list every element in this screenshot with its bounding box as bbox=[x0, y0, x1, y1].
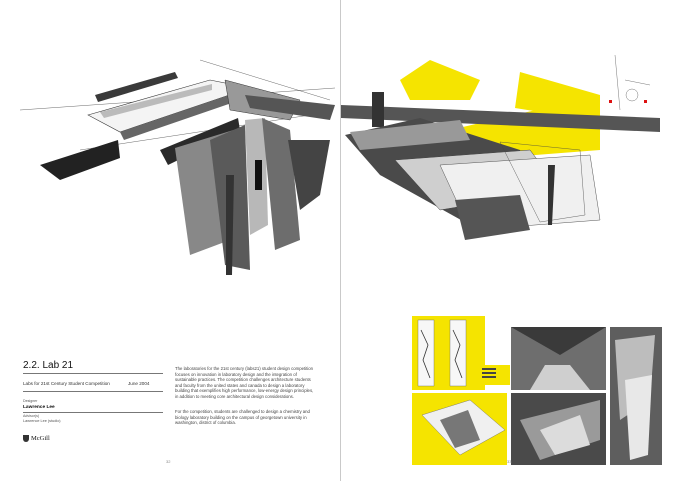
project-subtitle-row: Labs for 21st Century Student Competitio… bbox=[23, 381, 161, 386]
page-number-left: 32 bbox=[166, 459, 171, 464]
title-divider bbox=[23, 373, 163, 374]
mcgill-logo: McGill bbox=[23, 435, 50, 442]
axonometric-rendering-left bbox=[19, 59, 336, 275]
project-subtitle: Labs for 21st Century Student Competitio… bbox=[23, 381, 110, 386]
designer-label: Designer bbox=[23, 399, 38, 403]
crest-icon bbox=[23, 435, 29, 442]
project-date: June 2004 bbox=[128, 381, 150, 386]
description-paragraph-1: The laboratories for the 21st century (l… bbox=[175, 366, 314, 399]
advisor-name: Lawrence Lee (studio) bbox=[23, 419, 61, 423]
axonometric-rendering-right bbox=[341, 54, 660, 240]
institution-name: McGill bbox=[31, 435, 50, 442]
designer-name: Lawrence Lee bbox=[23, 405, 55, 410]
section-title: 2.2. Lab 21 bbox=[23, 360, 74, 371]
description-paragraph-2: For the competition, students are challe… bbox=[175, 409, 310, 426]
advisor-label: Advisor(s) bbox=[23, 414, 40, 418]
page-number-right: 33 bbox=[507, 459, 512, 464]
page-fold bbox=[340, 0, 341, 481]
subtitle-divider bbox=[23, 391, 163, 392]
credits-divider bbox=[23, 412, 163, 413]
